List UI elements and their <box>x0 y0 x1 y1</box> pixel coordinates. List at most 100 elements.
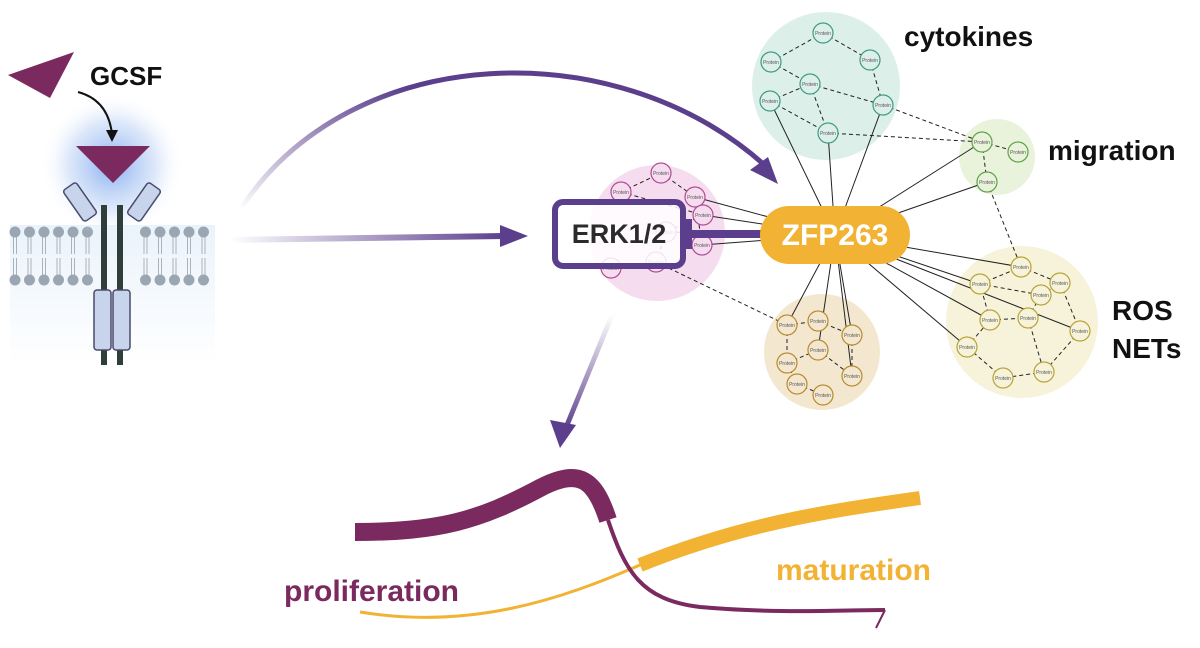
protein-node-label: Protein <box>875 103 891 109</box>
protein-node: Protein <box>817 122 839 144</box>
protein-node-label: Protein <box>1020 316 1036 322</box>
interaction-edge <box>655 261 788 326</box>
lipid-tail <box>85 237 90 254</box>
protein-node-circle <box>776 352 798 374</box>
lipid-tail <box>42 258 46 275</box>
ros-label: ROS <box>1112 295 1173 326</box>
interaction-edge <box>809 83 884 106</box>
protein-node-label: Protein <box>995 376 1011 382</box>
protein-node: Protein <box>650 162 672 184</box>
interaction-edge <box>986 181 1022 268</box>
lipid-tail <box>143 258 148 275</box>
protein-node-label: Protein <box>982 318 998 324</box>
lipid-head <box>154 226 166 238</box>
cytokines-cluster <box>752 12 900 160</box>
protein-node-label: Protein <box>1010 150 1026 156</box>
binding-arrowhead <box>106 130 118 142</box>
protein-node-circle <box>807 310 829 332</box>
lipid-head <box>38 226 50 238</box>
proliferation-curve <box>606 519 886 614</box>
lipid-tail <box>42 237 46 254</box>
lipid-tail <box>201 237 206 254</box>
interaction-edge <box>786 320 819 326</box>
lipid-head <box>183 226 195 238</box>
protein-node: Protein <box>799 73 821 95</box>
protein-node-circle <box>812 384 834 406</box>
gcsf-receptor <box>62 146 162 365</box>
protein-node: Protein <box>841 324 863 346</box>
proliferation-curve-thick <box>354 469 617 541</box>
lipid-tail <box>158 258 162 275</box>
protein-node-circle <box>1007 141 1029 163</box>
protein-node-circle <box>992 367 1014 389</box>
protein-node-circle <box>976 171 998 193</box>
protein-node-label: Protein <box>815 393 831 399</box>
protein-node-label: Protein <box>1036 370 1052 376</box>
protein-node-circle <box>841 324 863 346</box>
protein-node: Protein <box>684 186 706 208</box>
arrow-to-erk <box>229 233 506 243</box>
lipid-head <box>53 226 64 238</box>
lipid-tail <box>27 237 32 254</box>
protein-node: Protein <box>1007 141 1029 163</box>
proliferation-tail <box>875 609 886 629</box>
protein-node: Protein <box>971 131 993 153</box>
lipid-head <box>24 274 35 286</box>
lipid-head <box>154 274 166 286</box>
lipid-tail <box>158 237 162 254</box>
protein-node: Protein <box>760 51 782 73</box>
protein-node-circle <box>812 22 834 44</box>
protein-node-label: Protein <box>694 243 710 249</box>
lipid-tail <box>201 258 206 275</box>
lipid-head <box>9 274 21 286</box>
protein-node-label: Protein <box>687 195 703 201</box>
lipid-tail <box>85 258 90 275</box>
protein-node-label: Protein <box>974 140 990 146</box>
protein-node-circle <box>760 51 782 73</box>
protein-node: Protein <box>786 373 808 395</box>
protein-node-label: Protein <box>844 333 860 339</box>
protein-node-circle <box>872 94 894 116</box>
protein-node-label: Protein <box>815 31 831 37</box>
migration-label: migration <box>1048 135 1176 166</box>
protein-node-circle <box>1030 284 1052 306</box>
protein-node: Protein <box>872 94 894 116</box>
protein-node: Protein <box>979 309 1001 331</box>
protein-node-label: Protein <box>810 348 826 354</box>
erk-box <box>552 199 686 269</box>
lipid-tail <box>56 237 61 254</box>
protein-node-label: Protein <box>695 213 711 219</box>
protein-node-label: Protein <box>762 99 778 105</box>
protein-node: Protein <box>776 352 798 374</box>
protein-node-circle <box>650 162 672 184</box>
binding-arrow <box>77 91 113 135</box>
zfp263-node <box>760 206 910 264</box>
lipid-head <box>198 226 209 238</box>
maturation-curve-thick <box>637 491 921 572</box>
protein-node-circle <box>841 365 863 387</box>
lipid-tail <box>56 258 61 275</box>
protein-node-label: Protein <box>779 361 795 367</box>
protein-node-circle <box>684 186 706 208</box>
lipid-bilayer <box>9 226 209 286</box>
lipid-head <box>169 274 180 286</box>
protein-node-circle <box>817 122 839 144</box>
gcsf-ligand-icon <box>8 52 74 98</box>
lipid-head <box>169 226 180 238</box>
protein-node-label: Protein <box>862 58 878 64</box>
zfp263-label: ZFP263 <box>782 219 889 252</box>
lipid-tail <box>71 258 75 275</box>
arc-arrowhead <box>750 157 778 184</box>
erk-arrowhead <box>500 225 528 247</box>
protein-node-label: Protein <box>779 323 795 329</box>
protein-node: Protein <box>1033 361 1055 383</box>
erk-label: ERK1/2 <box>572 219 667 249</box>
protein-node-circle <box>1049 272 1071 294</box>
inhibition-bar <box>684 219 692 249</box>
lipid-tail <box>71 237 75 254</box>
protein-node-label: Protein <box>959 345 975 351</box>
lipid-tail <box>13 258 17 275</box>
gcsf-label: GCSF <box>90 61 162 91</box>
protein-node-circle <box>969 273 991 295</box>
